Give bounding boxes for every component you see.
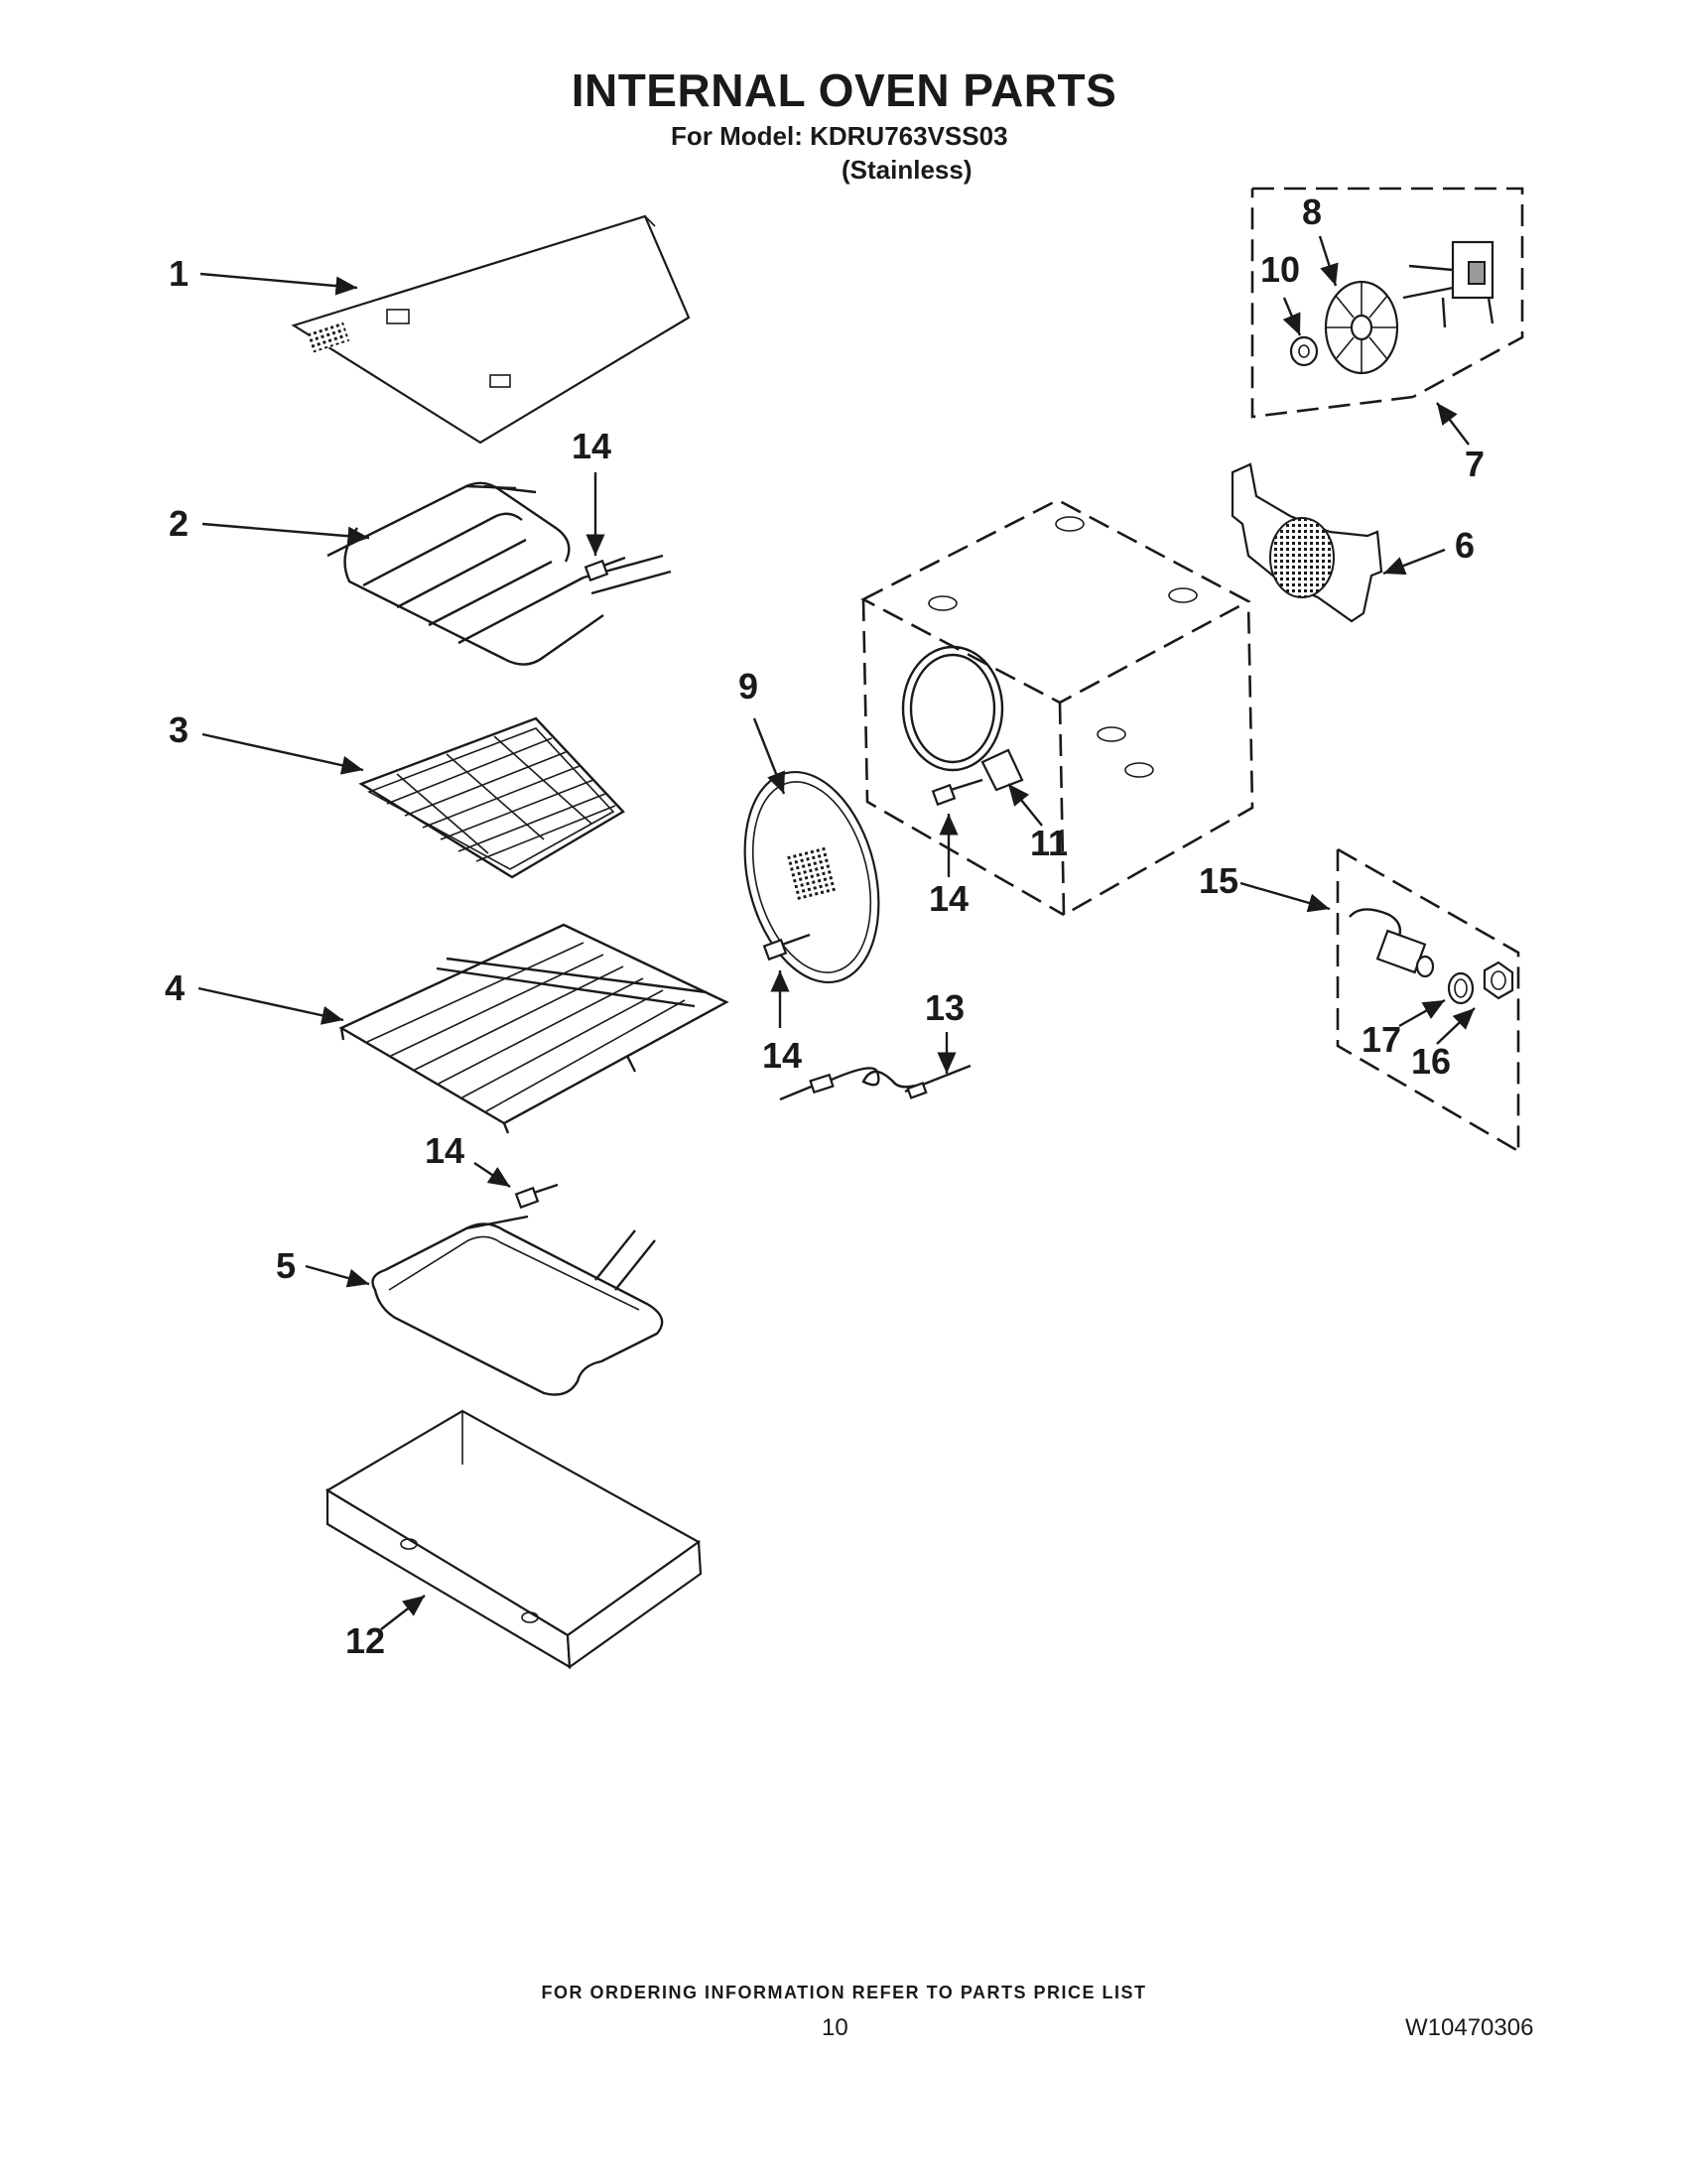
leader-arrow	[752, 717, 786, 795]
callout-7: 7	[1465, 444, 1485, 484]
ordering-note: FOR ORDERING INFORMATION REFER TO PARTS …	[541, 1983, 1147, 2002]
leader-arrow	[1239, 881, 1331, 913]
leader-arrow	[197, 986, 344, 1025]
part-4-sliding-rack	[338, 923, 729, 1134]
callout-10: 10	[1260, 249, 1300, 290]
screw-icon	[762, 933, 811, 962]
variant-label: (Stainless)	[842, 155, 973, 185]
callout-13: 13	[925, 987, 965, 1028]
callout-14c: 14	[929, 878, 969, 919]
leader-arrow	[1382, 548, 1446, 576]
part-15-light-assembly-group	[1336, 847, 1520, 1153]
part-8-fan-blade	[1324, 280, 1399, 375]
leader-arrow	[201, 522, 370, 546]
part-5-bake-element	[371, 1215, 664, 1396]
leader-arrow	[1007, 783, 1043, 827]
part-9-fan-cover	[743, 770, 880, 984]
part-11-convection-element	[901, 645, 1024, 792]
callout-16: 16	[1411, 1041, 1451, 1082]
leader-arrow	[1282, 297, 1302, 336]
callout-12: 12	[345, 1620, 385, 1661]
callout-4: 4	[165, 967, 185, 1008]
part-12-drip-tray	[325, 1409, 703, 1670]
part-10-nut	[1289, 335, 1319, 367]
part-6-fan-shroud	[1231, 462, 1383, 623]
page-title: INTERNAL OVEN PARTS	[571, 64, 1117, 116]
leader-arrow	[380, 1595, 426, 1630]
callout-15: 15	[1199, 860, 1238, 901]
part-1-top-panel	[291, 214, 691, 445]
leader-arrow	[201, 732, 364, 775]
leader-arrow	[1436, 1007, 1476, 1045]
screw-icon	[931, 778, 983, 807]
leader-arrow	[473, 1162, 511, 1188]
leader-arrow	[1436, 402, 1470, 446]
callout-2: 2	[169, 503, 189, 544]
callout-11: 11	[1030, 823, 1068, 863]
callout-1: 1	[169, 253, 189, 294]
callout-8: 8	[1302, 192, 1322, 232]
part-7-convection-motor-group	[1250, 187, 1524, 419]
callout-17: 17	[1362, 1019, 1401, 1060]
leader-arrow	[305, 1264, 370, 1288]
screw-icon	[584, 556, 626, 582]
callout-14a: 14	[572, 426, 611, 466]
oven-cavity	[860, 498, 1254, 918]
leader-arrow	[1318, 235, 1339, 287]
callout-3: 3	[169, 709, 189, 750]
model-line: For Model: KDRU763VSS03	[671, 121, 1008, 151]
callout-6: 6	[1455, 525, 1475, 566]
page-number: 10	[822, 2014, 848, 2041]
callout-14b: 14	[762, 1035, 802, 1076]
part-2-broil-element	[326, 481, 672, 666]
part-17-gasket	[1447, 971, 1475, 1005]
document-number: W10470306	[1405, 2014, 1534, 2041]
callout-14d: 14	[425, 1130, 464, 1171]
callout-5: 5	[276, 1245, 296, 1286]
leader-arrow	[1398, 998, 1446, 1028]
part-16-lens	[1483, 961, 1514, 1000]
part-3-oven-rack	[358, 716, 625, 879]
leader-arrow	[199, 272, 358, 296]
screw-icon	[514, 1183, 559, 1210]
callout-9: 9	[738, 666, 758, 707]
part-13-meat-probe	[779, 1064, 972, 1101]
